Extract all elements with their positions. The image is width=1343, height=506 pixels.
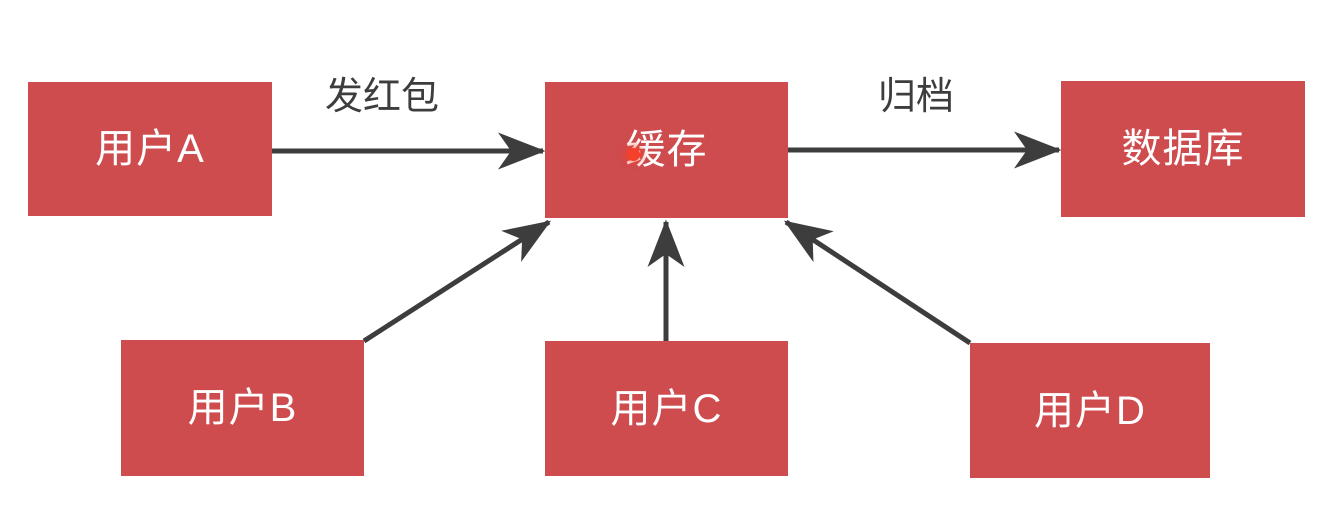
node-user-b-label: 用户B <box>187 386 298 430</box>
node-user-d-label: 用户D <box>1034 388 1146 433</box>
node-user-a-label: 用户A <box>95 127 205 171</box>
node-user-c[interactable]: 用户C <box>545 341 788 476</box>
node-database[interactable]: 数据库 <box>1061 81 1305 217</box>
edge-label-send-red-packet: 发红包 <box>325 76 440 118</box>
node-database-label: 数据库 <box>1121 127 1245 171</box>
node-cache-label: 缓存 <box>625 128 708 172</box>
edge-user-b-to-cache <box>362 219 552 344</box>
node-user-c-label: 用户C <box>610 386 723 431</box>
edge-label-archive: 归档 <box>878 76 955 118</box>
node-user-a[interactable]: 用户A <box>28 82 272 216</box>
edge-user-d-to-cache <box>783 219 972 346</box>
node-user-b[interactable]: 用户B <box>121 340 364 476</box>
node-cache[interactable]: 缓存 <box>545 82 788 218</box>
node-user-d[interactable]: 用户D <box>970 343 1210 478</box>
